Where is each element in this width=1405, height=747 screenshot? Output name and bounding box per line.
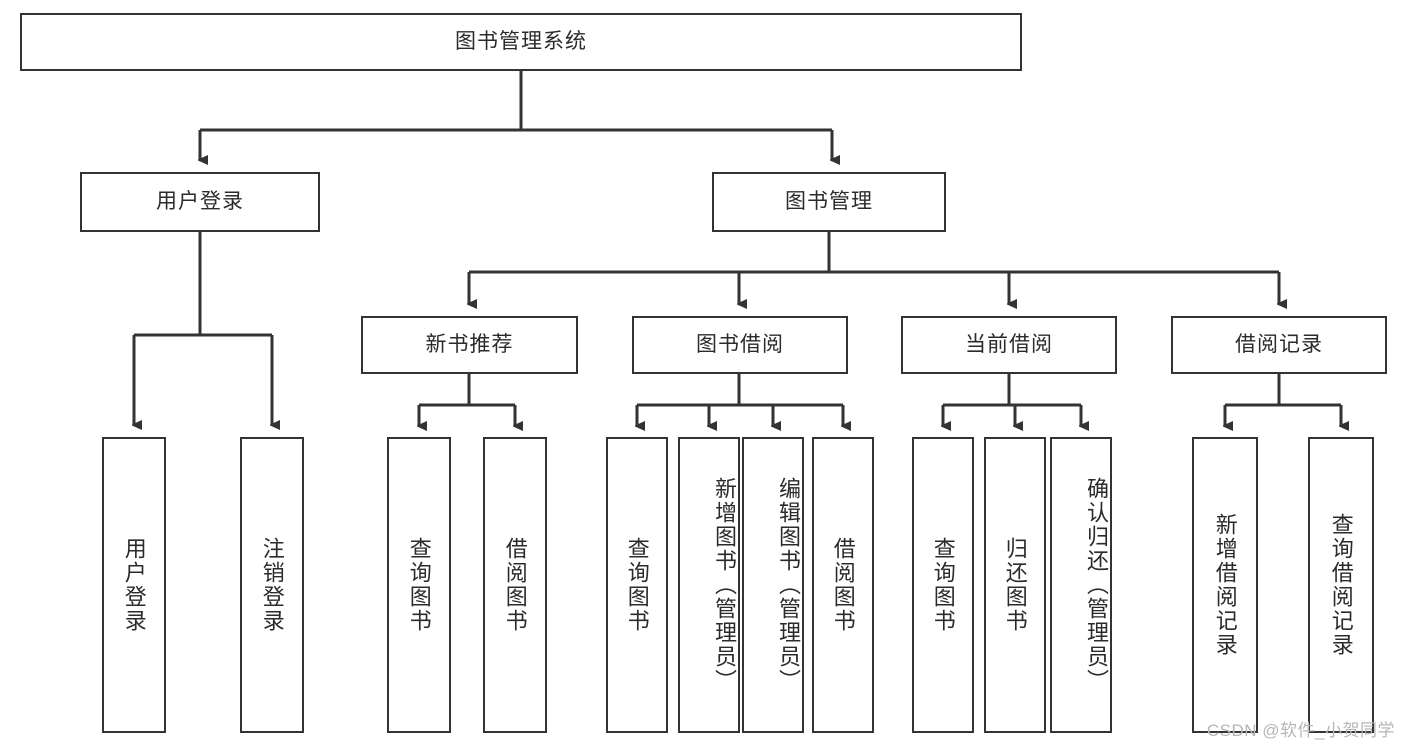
leaf-newbook-query-book[interactable]: 查询图书 <box>387 437 451 733</box>
leaf-newbook-borrow-book[interactable]: 借阅图书 <box>483 437 547 733</box>
leaf-confirm-return-admin-label: 确认归还（管理员） <box>1084 477 1109 693</box>
node-user-login-label: 用户登录 <box>156 190 244 214</box>
node-current-borrow[interactable]: 当前借阅 <box>901 316 1117 374</box>
leaf-query-borrow-record[interactable]: 查询借阅记录 <box>1308 437 1374 733</box>
leaf-newbook-borrow-book-label: 借阅图书 <box>502 537 528 633</box>
node-book-management[interactable]: 图书管理 <box>712 172 946 232</box>
node-user-login[interactable]: 用户登录 <box>80 172 320 232</box>
node-new-book-recommend-label: 新书推荐 <box>425 333 514 357</box>
leaf-logout[interactable]: 注销登录 <box>240 437 304 733</box>
leaf-return-book-label: 归还图书 <box>1002 537 1028 633</box>
csdn-watermark: CSDN @软件_小贺同学 <box>1206 721 1395 740</box>
leaf-newbook-query-book-label: 查询图书 <box>406 537 432 633</box>
leaf-add-borrow-record-label: 新增借阅记录 <box>1212 513 1238 657</box>
node-book-management-label: 图书管理 <box>785 190 873 214</box>
node-borrow-records[interactable]: 借阅记录 <box>1171 316 1387 374</box>
node-book-borrow[interactable]: 图书借阅 <box>632 316 848 374</box>
leaf-return-book[interactable]: 归还图书 <box>984 437 1046 733</box>
node-book-borrow-label: 图书借阅 <box>696 333 784 357</box>
leaf-user-login[interactable]: 用户登录 <box>102 437 166 733</box>
leaf-query-borrow-record-label: 查询借阅记录 <box>1328 513 1354 657</box>
leaf-user-login-label: 用户登录 <box>121 537 147 633</box>
node-root[interactable]: 图书管理系统 <box>20 13 1022 71</box>
leaf-current-query-book[interactable]: 查询图书 <box>912 437 974 733</box>
leaf-borrow-lend-book-label: 借阅图书 <box>830 537 856 633</box>
leaf-confirm-return-admin[interactable]: 确认归还（管理员） <box>1050 437 1112 733</box>
leaf-add-borrow-record[interactable]: 新增借阅记录 <box>1192 437 1258 733</box>
leaf-add-book-admin-label: 新增图书（管理员） <box>712 477 737 693</box>
leaf-current-query-book-label: 查询图书 <box>930 537 956 633</box>
node-borrow-records-label: 借阅记录 <box>1235 333 1323 357</box>
node-current-borrow-label: 当前借阅 <box>965 333 1053 357</box>
leaf-borrow-query-book[interactable]: 查询图书 <box>606 437 668 733</box>
node-new-book-recommend[interactable]: 新书推荐 <box>361 316 578 374</box>
leaf-edit-book-admin[interactable]: 编辑图书（管理员） <box>742 437 804 733</box>
leaf-edit-book-admin-label: 编辑图书（管理员） <box>776 477 801 693</box>
leaf-borrow-lend-book[interactable]: 借阅图书 <box>812 437 874 733</box>
node-root-label: 图书管理系统 <box>455 30 587 54</box>
leaf-add-book-admin[interactable]: 新增图书（管理员） <box>678 437 740 733</box>
leaf-logout-label: 注销登录 <box>259 537 285 633</box>
leaf-borrow-query-book-label: 查询图书 <box>624 537 650 633</box>
